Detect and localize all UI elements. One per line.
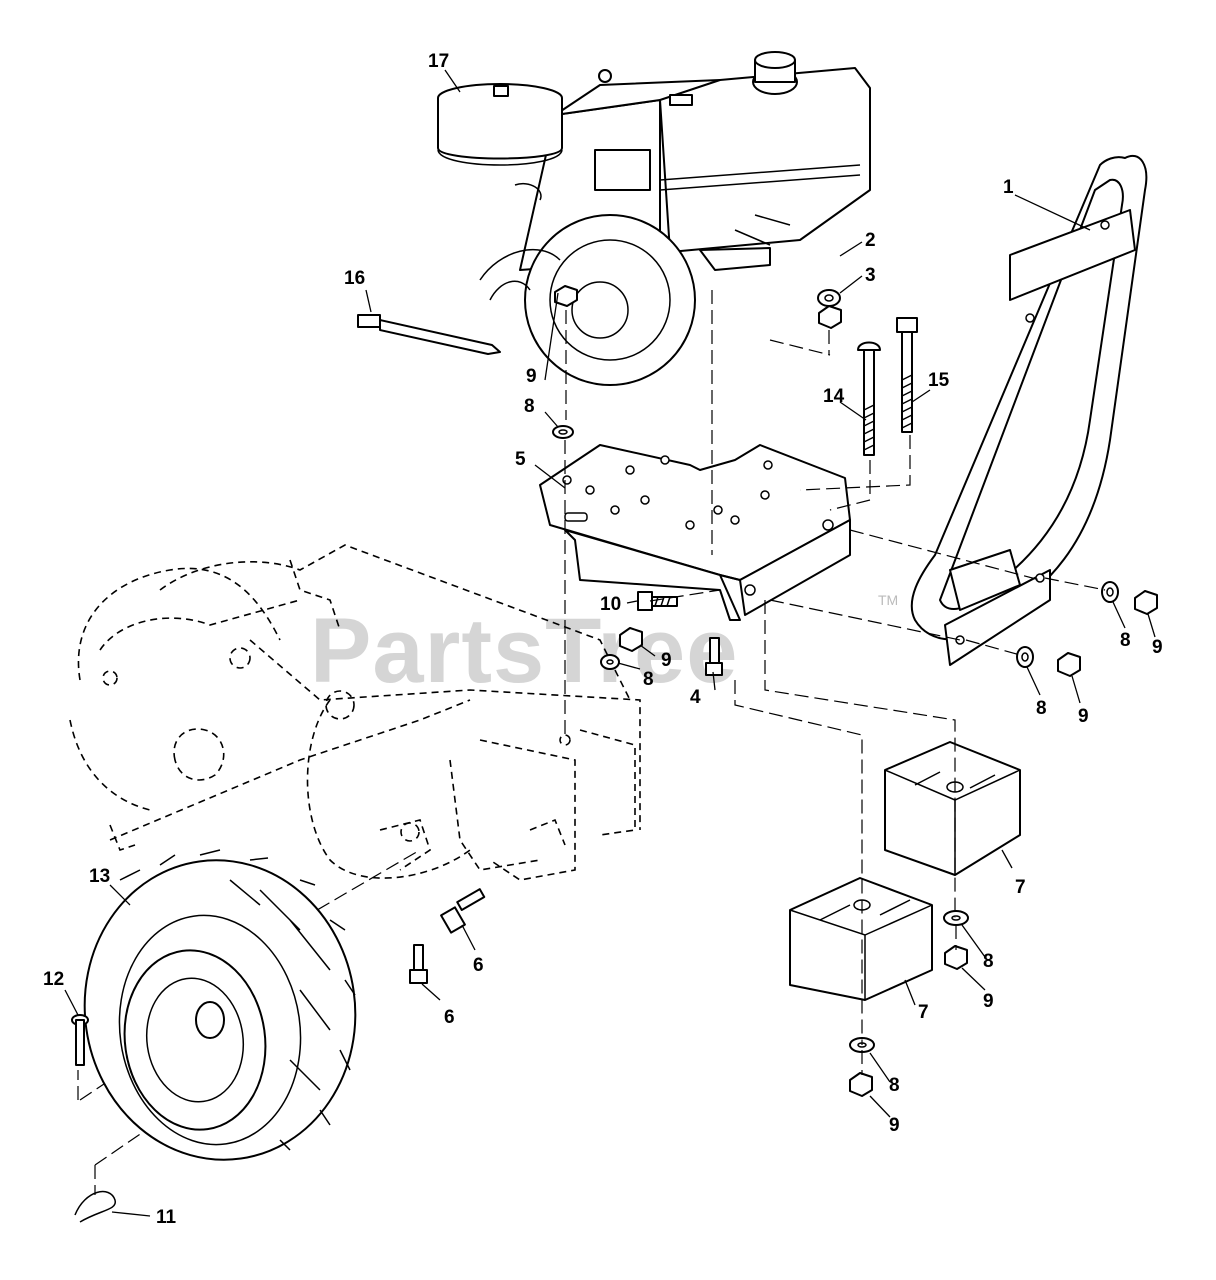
- callout-11: 11: [156, 1207, 177, 1228]
- callout-5: 5: [515, 449, 526, 470]
- engine-mount-lower: [789, 877, 933, 1001]
- callout-9-bracket: 9: [661, 650, 672, 671]
- callout-9-bumper-upper: 9: [1152, 637, 1163, 658]
- callout-8-bumper-lower: 8: [1036, 698, 1047, 719]
- callout-9-mount-lower: 9: [889, 1115, 900, 1136]
- callout-7-lower: 7: [918, 1002, 929, 1023]
- wheel-tire: [83, 849, 357, 1161]
- cable-tie: [357, 314, 501, 355]
- callout-9-bumper-lower: 9: [1078, 706, 1089, 727]
- callout-9-plate: 9: [526, 366, 537, 387]
- callout-4: 4: [690, 687, 701, 708]
- air-cleaner: [437, 83, 563, 201]
- callout-17: 17: [428, 51, 449, 72]
- callout-7-upper: 7: [1015, 877, 1026, 898]
- callout-9-mount-upper: 9: [983, 991, 994, 1012]
- engine-mount-upper: [884, 741, 1021, 876]
- tiller-transmission-phantom: [69, 544, 641, 881]
- callout-1: 1: [1003, 177, 1014, 198]
- callout-8-mount-upper: 8: [983, 951, 994, 972]
- callout-3: 3: [865, 265, 876, 286]
- callout-6-upper: 6: [473, 955, 484, 976]
- watermark: PartsTree TM: [310, 592, 898, 702]
- hardware-washers: [552, 289, 1119, 1053]
- callout-14: 14: [823, 386, 845, 407]
- watermark-trademark: TM: [878, 592, 898, 608]
- callout-10: 10: [600, 594, 621, 615]
- engine-mounting-plate: [539, 444, 851, 621]
- callout-6-lower: 6: [444, 1007, 455, 1028]
- hardware-bolts: [71, 317, 918, 1223]
- callout-labels: 1 2 3 4 5 6 6 7 7 8 8 8 8 8 8 9 9 9 9 9 …: [43, 51, 1163, 1228]
- callout-15: 15: [928, 370, 950, 391]
- callout-12: 12: [43, 969, 64, 990]
- callout-16: 16: [344, 268, 365, 289]
- hardware-nuts: [554, 285, 1158, 1097]
- callout-8-bumper-upper: 8: [1120, 630, 1131, 651]
- callout-8-plate: 8: [524, 396, 535, 417]
- engine: [479, 51, 871, 386]
- callout-8-mount-lower: 8: [889, 1075, 900, 1096]
- leader-lines: [64, 69, 1156, 1217]
- assembly-guide-lines: [564, 290, 1106, 1075]
- callout-13: 13: [89, 866, 110, 887]
- callout-2: 2: [865, 230, 876, 251]
- watermark-text: PartsTree: [310, 600, 738, 702]
- callout-8-bracket: 8: [643, 669, 654, 690]
